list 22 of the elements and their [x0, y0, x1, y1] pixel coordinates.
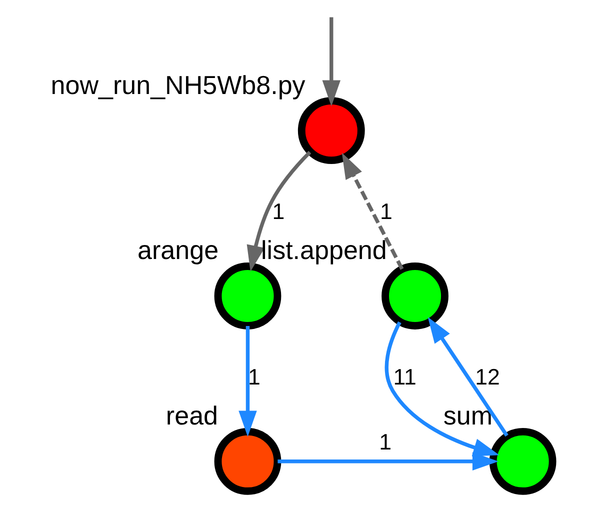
edge-label: 1 [272, 199, 285, 224]
node-circle [489, 428, 556, 495]
edge-label: 1 [380, 199, 392, 224]
arrow [384, 321, 500, 456]
arrow [342, 152, 404, 270]
node-circle [214, 428, 282, 495]
arrow [278, 452, 499, 471]
node-circle [214, 262, 282, 330]
edge-label: 1 [379, 430, 392, 455]
arrow [238, 326, 257, 437]
edge-label: 1 [248, 364, 260, 390]
arrow [322, 17, 340, 106]
edge-label: 12 [475, 364, 500, 390]
node-label: sum [443, 400, 493, 431]
node-label: now_run_NH5Wb8.py [50, 70, 306, 100]
edge-label: 11 [393, 364, 416, 390]
node-label: arange [138, 235, 219, 266]
node-label: list.append [261, 235, 387, 266]
node-label: read [166, 400, 218, 431]
arrow [428, 317, 508, 437]
arrow [246, 150, 312, 272]
node-circle [382, 262, 448, 330]
